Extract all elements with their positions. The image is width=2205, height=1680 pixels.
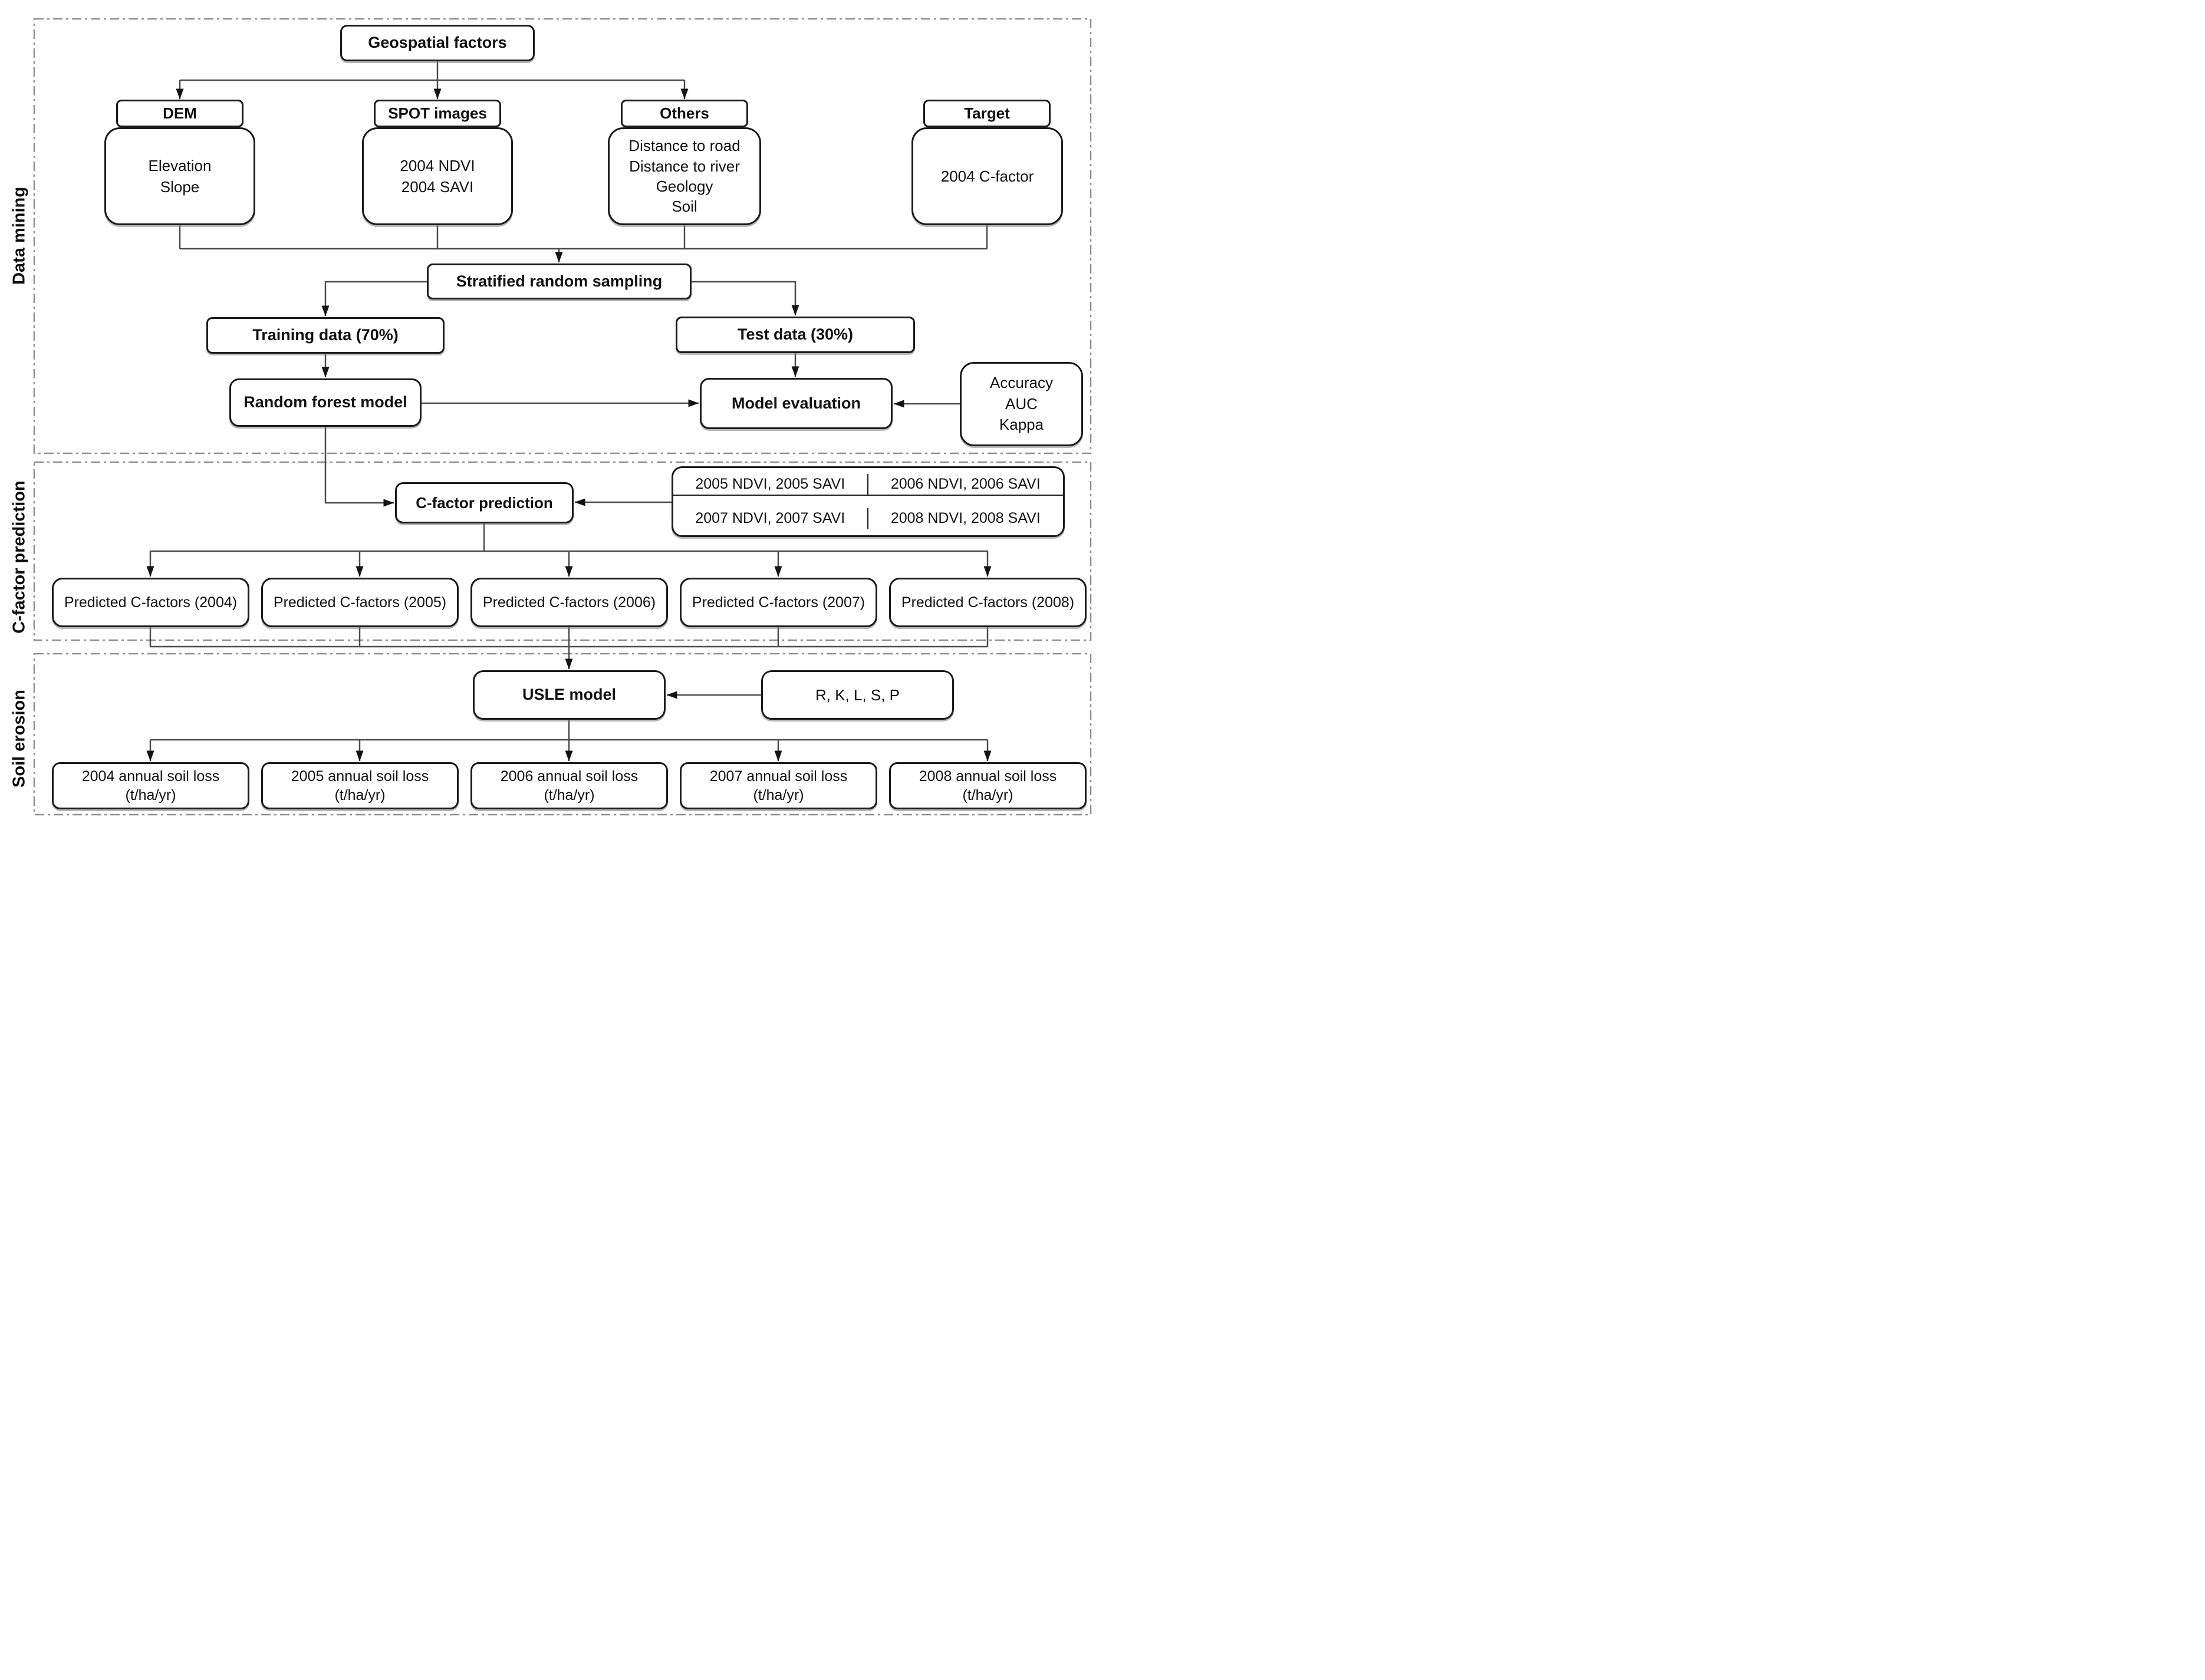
soil-loss-unit: (t/ha/yr) bbox=[125, 787, 176, 803]
connector-layer bbox=[33, 18, 1092, 816]
annual-soil-loss-2005-box: 2005 annual soil loss (t/ha/yr) bbox=[261, 762, 459, 809]
table-cell-2008: 2008 NDVI, 2008 SAVI bbox=[890, 510, 1041, 526]
dem-items-box: Elevation Slope bbox=[104, 127, 255, 225]
stratified-random-sampling-box: Stratified random sampling bbox=[427, 263, 692, 299]
target-item: 2004 C-factor bbox=[940, 167, 1034, 185]
usle-model-box: USLE model bbox=[473, 670, 666, 720]
spot-images-header-box: SPOT images bbox=[374, 100, 501, 127]
section-border-data-mining bbox=[33, 18, 1092, 454]
table-cell-2007: 2007 NDVI, 2007 SAVI bbox=[673, 508, 868, 529]
others-item: Geology bbox=[656, 177, 713, 195]
soil-loss-unit: (t/ha/yr) bbox=[334, 787, 386, 803]
connector-arrows bbox=[146, 61, 992, 762]
others-header-box: Others bbox=[621, 100, 748, 127]
predicted-c-factors-2007-box: Predicted C-factors (2007) bbox=[680, 578, 877, 627]
others-items-box: Distance to road Distance to river Geolo… bbox=[608, 127, 761, 225]
usle-factors-box: R, K, L, S, P bbox=[761, 670, 954, 720]
section-border-soil-erosion bbox=[33, 653, 1092, 816]
evaluation-metrics-box: Accuracy AUC Kappa bbox=[960, 362, 1083, 446]
dem-header-box: DEM bbox=[116, 100, 243, 127]
section-border-c-factor bbox=[33, 461, 1092, 641]
soil-loss-title: 2007 annual soil loss bbox=[709, 767, 848, 785]
section-label-soil-erosion: Soil erosion bbox=[9, 690, 29, 788]
spot-images-items-box: 2004 NDVI 2004 SAVI bbox=[362, 127, 513, 225]
soil-loss-title: 2006 annual soil loss bbox=[500, 767, 639, 785]
annual-soil-loss-2004-box: 2004 annual soil loss (t/ha/yr) bbox=[52, 762, 249, 809]
ndvi-savi-input-table: 2005 NDVI, 2005 SAVI 2006 NDVI, 2006 SAV… bbox=[672, 466, 1065, 537]
dem-item: Elevation bbox=[148, 156, 212, 174]
target-header-box: Target bbox=[923, 100, 1051, 127]
training-data-box: Training data (70%) bbox=[206, 317, 445, 354]
soil-loss-title: 2005 annual soil loss bbox=[291, 767, 429, 785]
soil-loss-unit: (t/ha/yr) bbox=[962, 787, 1013, 803]
test-data-box: Test data (30%) bbox=[676, 317, 915, 353]
soil-loss-title: 2008 annual soil loss bbox=[919, 767, 1057, 785]
annual-soil-loss-2006-box: 2006 annual soil loss (t/ha/yr) bbox=[470, 762, 668, 809]
predicted-c-factors-2008-box: Predicted C-factors (2008) bbox=[889, 578, 1087, 627]
soil-loss-unit: (t/ha/yr) bbox=[753, 787, 804, 803]
soil-loss-title: 2004 annual soil loss bbox=[81, 767, 220, 785]
model-evaluation-box: Model evaluation bbox=[700, 378, 893, 429]
target-items-box: 2004 C-factor bbox=[911, 127, 1063, 225]
metric-kappa: Kappa bbox=[999, 416, 1044, 434]
predicted-c-factors-2005-box: Predicted C-factors (2005) bbox=[261, 578, 459, 627]
others-item: Distance to river bbox=[629, 157, 740, 175]
spot-item: 2004 NDVI bbox=[400, 156, 475, 174]
others-item: Soil bbox=[672, 197, 697, 216]
dem-item: Slope bbox=[160, 178, 200, 196]
metric-auc: AUC bbox=[1005, 394, 1038, 413]
flowchart-canvas: Data mining C-factor prediction Soil ero… bbox=[0, 0, 1102, 840]
predicted-c-factors-2004-box: Predicted C-factors (2004) bbox=[52, 578, 249, 627]
metric-accuracy: Accuracy bbox=[990, 373, 1053, 391]
predicted-c-factors-2006-box: Predicted C-factors (2006) bbox=[470, 578, 668, 627]
c-factor-prediction-box: C-factor prediction bbox=[395, 482, 574, 523]
table-cell-2005: 2005 NDVI, 2005 SAVI bbox=[673, 474, 868, 496]
spot-item: 2004 SAVI bbox=[401, 178, 474, 196]
random-forest-model-box: Random forest model bbox=[229, 378, 422, 427]
section-label-c-factor-prediction: C-factor prediction bbox=[9, 480, 29, 634]
geospatial-factors-box: Geospatial factors bbox=[340, 25, 535, 61]
annual-soil-loss-2007-box: 2007 annual soil loss (t/ha/yr) bbox=[680, 762, 877, 809]
others-item: Distance to road bbox=[628, 137, 741, 155]
soil-loss-unit: (t/ha/yr) bbox=[544, 787, 595, 803]
section-label-data-mining: Data mining bbox=[9, 187, 29, 285]
table-cell-2006: 2006 NDVI, 2006 SAVI bbox=[868, 474, 1063, 496]
annual-soil-loss-2008-box: 2008 annual soil loss (t/ha/yr) bbox=[889, 762, 1087, 809]
section-borders bbox=[33, 18, 1092, 816]
